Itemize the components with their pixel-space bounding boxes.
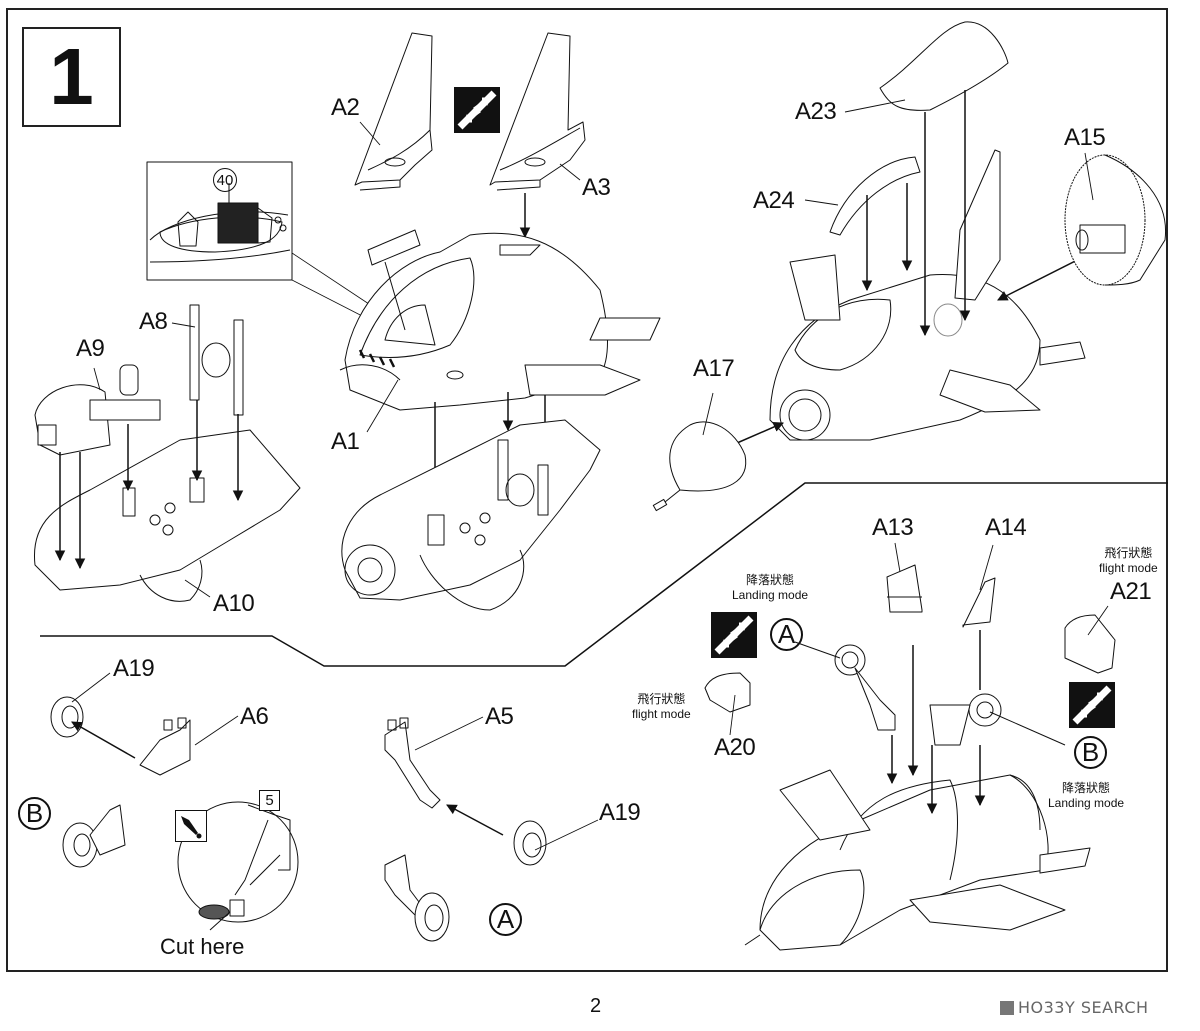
gear-assembly-b-left (62, 804, 126, 868)
landing-mode-jp: 降落狀態 (746, 573, 795, 587)
part-a19-wheel-center (513, 820, 547, 866)
part-label-a5: A5 (485, 703, 514, 730)
part-label-a3: A3 (582, 174, 611, 201)
flight-mode-jp: 飛行狀態 (1104, 546, 1153, 560)
cut-here-detail-circle (177, 801, 299, 931)
option-b-badge: B (1074, 736, 1107, 769)
part-label-a17: A17 (693, 355, 735, 382)
gear-assembly-a-right (834, 644, 896, 731)
part-label-a21: A21 (1110, 578, 1152, 605)
part-label-a13: A13 (872, 514, 914, 541)
mirror-parts-icon (454, 87, 500, 133)
part-a14-door (962, 577, 996, 628)
part-a5-strut (384, 717, 441, 809)
part-label-a1: A1 (331, 428, 360, 455)
watermark-text: HO33Y SEARCH (1018, 998, 1149, 1017)
cockpit-detail-inset (146, 161, 379, 321)
landing-mode-en: Landing mode (732, 588, 809, 602)
flight-mode-label-a20: 飛行狀態 flight mode (632, 692, 691, 722)
part-label-a19: A19 (113, 655, 155, 682)
option-a-badge: A (489, 903, 522, 936)
cut-here-label: Cut here (160, 934, 245, 959)
landing-mode-jp: 降落狀態 (1062, 781, 1111, 795)
part-a24-canopy-frame (829, 156, 921, 236)
part-a15-exhaust (1064, 154, 1167, 286)
landing-mode-en: Landing mode (1048, 796, 1125, 810)
assembled-fuselage-right (769, 149, 1086, 441)
part-label-a6: A6 (240, 703, 269, 730)
assembled-model-landing (744, 769, 1091, 951)
part-label-a10: A10 (213, 590, 255, 617)
flight-mode-en: flight mode (1099, 561, 1158, 575)
option-a-badge: A (770, 618, 803, 651)
flight-mode-label-a21: 飛行狀態 flight mode (1099, 546, 1158, 576)
part-label-a9: A9 (76, 335, 105, 362)
part-a21-cover (1064, 614, 1116, 674)
part-lower-fuselage-center (341, 419, 601, 611)
part-label-a19: A19 (599, 799, 641, 826)
part-label-a23: A23 (795, 98, 837, 125)
page-number: 2 (590, 995, 602, 1017)
part-label-a8: A8 (139, 308, 168, 335)
part-label-a2: A2 (331, 94, 360, 121)
gear-assembly-a-center (384, 854, 450, 942)
part-a17-nose-cone (652, 421, 747, 512)
part-label-a24: A24 (753, 187, 795, 214)
mirror-parts-icon (711, 612, 757, 658)
part-label-a14: A14 (985, 514, 1027, 541)
hobby-search-logo-icon (1000, 1001, 1014, 1015)
part-a23-canopy (879, 21, 1009, 111)
part-a19-wheel-left (50, 696, 84, 738)
detail-step-ref: 5 (259, 790, 280, 811)
flight-mode-jp: 飛行狀態 (637, 692, 686, 706)
watermark: HO33Y SEARCH (1000, 998, 1149, 1017)
part-a2-fin (354, 32, 433, 191)
landing-mode-label-b: 降落狀態 Landing mode (1048, 781, 1124, 811)
part-a20-cover (704, 672, 751, 713)
part-a9-bulkhead (34, 364, 161, 456)
landing-mode-label-a: 降落狀態 Landing mode (732, 573, 808, 603)
part-label-a15: A15 (1064, 124, 1106, 151)
part-a1-upper-fuselage (339, 229, 661, 411)
decal-number-badge: 40 (213, 168, 237, 192)
part-a13-door (886, 564, 923, 613)
flight-mode-en: flight mode (632, 707, 691, 721)
option-b-badge: B (18, 797, 51, 830)
section-divider (40, 482, 1168, 667)
gear-assembly-b-right (929, 693, 1002, 746)
part-a10-lower-hull (33, 429, 301, 602)
caution-icon (175, 810, 207, 842)
step-number: 1 (22, 27, 121, 127)
part-a8-struts (189, 304, 244, 416)
part-a6-strut (139, 717, 191, 776)
part-label-a20: A20 (714, 734, 756, 761)
part-a3-fin (489, 32, 586, 191)
mirror-parts-icon (1069, 682, 1115, 728)
instruction-frame (6, 8, 1168, 972)
